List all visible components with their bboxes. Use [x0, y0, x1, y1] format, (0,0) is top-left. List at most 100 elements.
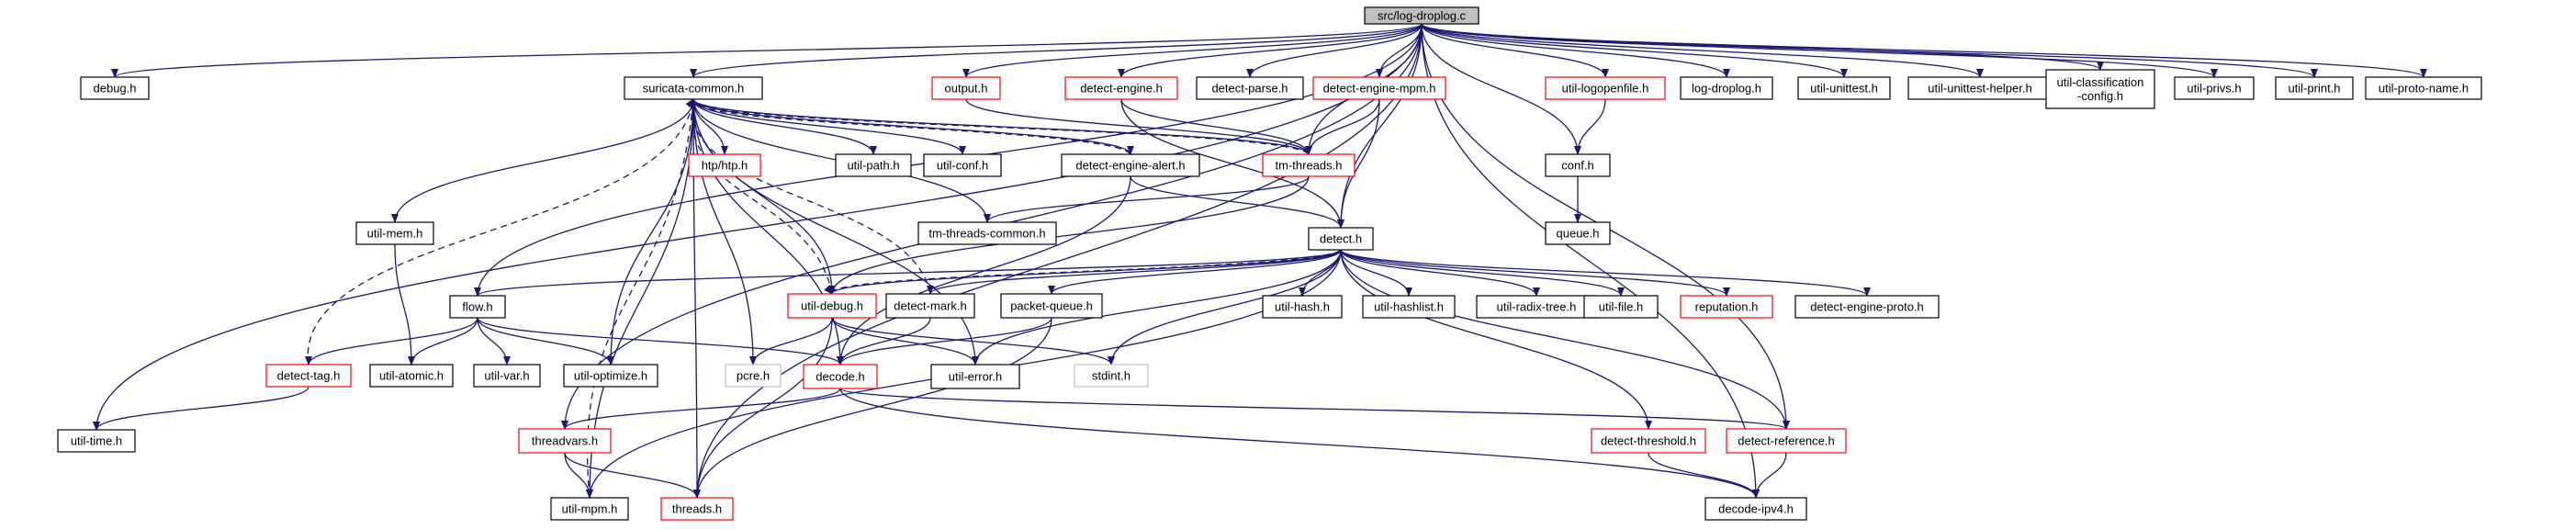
node-label: queue.h — [1557, 227, 1600, 241]
node-debug[interactable]: debug.h — [80, 76, 150, 100]
edge-line-dashed — [685, 98, 1310, 155]
node-detectmark[interactable]: detect-mark.h — [885, 293, 975, 319]
node-radix[interactable]: util-radix-tree.h — [1476, 295, 1597, 319]
node-reputation[interactable]: reputation.h — [1680, 295, 1773, 319]
node-detecttag[interactable]: detect-tag.h — [265, 364, 352, 388]
node-threadvars[interactable]: threadvars.h — [518, 428, 612, 454]
node-utilpath[interactable]: util-path.h — [835, 153, 912, 177]
node-utilconf[interactable]: util-conf.h — [923, 153, 1002, 177]
edge-root-to-logdroplog — [1421, 23, 1730, 78]
node-utiltime[interactable]: util-time.h — [57, 429, 136, 453]
node-utildebug[interactable]: util-debug.h — [787, 293, 877, 319]
node-decodeipv4[interactable]: decode-ipv4.h — [1704, 497, 1807, 521]
edge-line — [1752, 452, 1787, 499]
node-detectparse[interactable]: detect-parse.h — [1196, 76, 1304, 100]
node-utilvar[interactable]: util-var.h — [473, 364, 541, 388]
edge-detect-to-reputation — [1340, 249, 1730, 297]
node-box — [1726, 428, 1847, 454]
node-label: detect.h — [1320, 232, 1362, 246]
node-box — [2174, 76, 2255, 100]
node-label: detect-reference.h — [1738, 434, 1835, 448]
node-label: threads.h — [672, 502, 722, 516]
node-tmthreadscommon[interactable]: tm-threads-common.h — [917, 221, 1057, 245]
node-print[interactable]: util-print.h — [2275, 76, 2354, 100]
node-threads[interactable]: threads.h — [660, 497, 734, 521]
node-utiloptimize[interactable]: util-optimize.h — [563, 364, 658, 388]
node-privs[interactable]: util-privs.h — [2174, 76, 2255, 100]
edge-flow-to-utilatomic — [408, 317, 478, 366]
node-queue[interactable]: queue.h — [1545, 221, 1611, 245]
edge-detectreference-to-decodeipv4 — [1752, 452, 1787, 499]
node-flow[interactable]: flow.h — [449, 295, 506, 319]
node-label: util-privs.h — [2187, 82, 2241, 96]
node-box — [2045, 69, 2155, 109]
node-utilhashlist[interactable]: util-hashlist.h — [1362, 295, 1456, 319]
edge-flow-to-decode — [477, 317, 844, 366]
node-layer: src/log-droplog.c debug.h suricata-common.… — [57, 6, 2482, 521]
edge-detectengine-to-detect — [1120, 98, 1344, 229]
node-utilatomic[interactable]: util-atomic.h — [369, 364, 454, 388]
node-detectenginealert[interactable]: detect-engine-alert.h — [1061, 153, 1200, 177]
node-detectthreshold[interactable]: detect-threshold.h — [1591, 428, 1706, 454]
node-conf[interactable]: conf.h — [1545, 153, 1611, 177]
edge-root-to-suricata — [690, 23, 1423, 78]
edge-line — [1120, 98, 1344, 229]
node-utilerror[interactable]: util-error.h — [930, 364, 1020, 389]
edge-suricata-to-utilconf — [692, 98, 966, 155]
node-htp[interactable]: htp/htp.h — [688, 153, 761, 177]
node-logdroplog[interactable]: log-droplog.h — [1680, 76, 1773, 100]
node-root[interactable]: src/log-droplog.c — [1364, 6, 1479, 25]
node-protoname[interactable]: util-proto-name.h — [2365, 76, 2482, 100]
edge-line — [1421, 23, 1760, 499]
node-tmthreads[interactable]: tm-threads.h — [1262, 153, 1355, 177]
edge-line — [93, 23, 1423, 431]
node-label: util-proto-name.h — [2379, 82, 2469, 96]
node-detectengineproto[interactable]: detect-engine-proto.h — [1794, 295, 1940, 319]
edge-detectthreshold-to-decodeipv4 — [1648, 452, 1760, 499]
node-utilhash[interactable]: util-hash.h — [1262, 295, 1343, 319]
edge-line — [1340, 249, 1871, 297]
node-box — [660, 497, 734, 521]
node-box — [449, 295, 506, 319]
edge-decode-to-decodeipv4 — [839, 388, 1760, 499]
node-detectenginempm[interactable]: detect-engine-mpm.h — [1312, 76, 1446, 100]
edge-line — [690, 23, 1423, 78]
edge-line — [693, 317, 1052, 499]
node-unittest[interactable]: util-unittest.h — [1797, 76, 1891, 100]
node-unittesthelper[interactable]: util-unittest-helper.h — [1907, 76, 2053, 100]
node-detectreference[interactable]: detect-reference.h — [1726, 428, 1847, 454]
edge-line — [1337, 23, 1423, 229]
edge-line — [1340, 249, 1730, 297]
node-suricata[interactable]: suricata-common.h — [624, 76, 763, 100]
node-box — [803, 364, 878, 389]
node-packetqueue[interactable]: packet-queue.h — [1000, 293, 1103, 319]
edge-line — [831, 317, 979, 366]
node-label: tm-threads-common.h — [928, 227, 1045, 241]
node-box — [1262, 295, 1343, 319]
edge-threadvars-to-threads — [564, 452, 701, 499]
edge-tmthreads-to-utildebug — [828, 175, 1310, 295]
edge-line — [1421, 23, 2218, 78]
edge-line — [1340, 249, 1625, 297]
edge-root-to-decodeipv4 — [1421, 23, 1760, 499]
node-box — [550, 497, 629, 521]
node-label: util-unittest-helper.h — [1928, 82, 2031, 96]
node-utilmpm[interactable]: util-mpm.h — [550, 497, 629, 521]
edge-detecttag-to-utiltime — [93, 386, 309, 431]
edge-line — [837, 317, 931, 366]
node-utilmem[interactable]: util-mem.h — [355, 221, 434, 245]
node-detectengine[interactable]: detect-engine.h — [1064, 76, 1178, 100]
node-utilfile[interactable]: util-file.h — [1583, 295, 1659, 319]
edge-line — [984, 175, 1310, 223]
node-detect[interactable]: detect.h — [1308, 227, 1374, 251]
node-label: util-unittest.h — [1810, 82, 1878, 96]
node-classif[interactable]: util-classification-config.h — [2045, 69, 2155, 109]
edge-detectengine-to-tmthreads — [1120, 98, 1312, 155]
node-output[interactable]: output.h — [931, 76, 1001, 100]
node-label: decode-ipv4.h — [1718, 502, 1794, 516]
back-edge-detect-to-utildebug — [824, 249, 1342, 295]
node-decode[interactable]: decode.h — [803, 364, 878, 389]
node-logopen[interactable]: util-logopenfile.h — [1545, 76, 1666, 100]
node-label: log-droplog.h — [1692, 82, 1761, 96]
back-edge-tmthreads-to-suricata — [685, 98, 1310, 155]
